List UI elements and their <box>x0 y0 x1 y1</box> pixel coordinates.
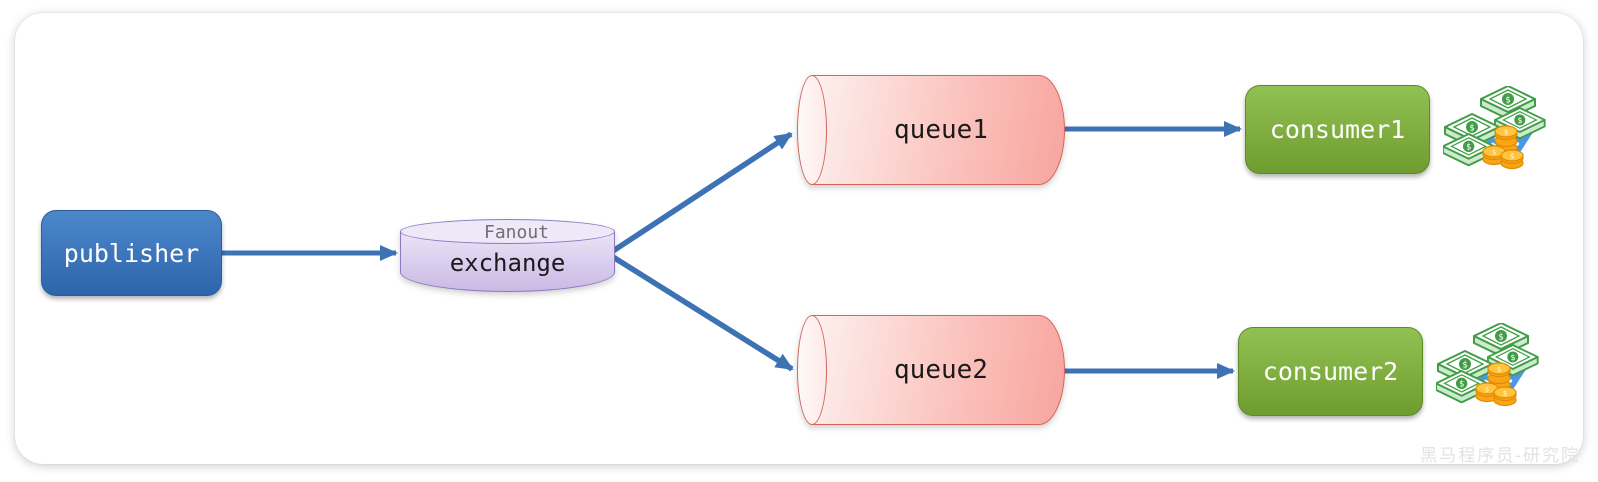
publisher-node: publisher <box>41 210 222 296</box>
arrow-exchange-to-queue1 <box>611 131 793 254</box>
consumer1-node: consumer1 <box>1245 85 1430 174</box>
watermark: 黑马程序员-研究院 <box>1420 446 1580 466</box>
money-icon <box>1443 86 1555 178</box>
queue2-cylinder-cap <box>797 315 827 425</box>
exchange-cylinder-top <box>400 219 615 244</box>
queue1-cylinder-body <box>812 75 1065 185</box>
exchange-label: exchange <box>449 249 566 277</box>
queue1-cylinder-cap <box>797 75 827 185</box>
exchange-type-label: Fanout <box>483 222 550 243</box>
exchange-node: Fanout exchange <box>400 219 615 292</box>
queue2-label: queue2 <box>894 355 988 385</box>
queue2-cylinder-body <box>812 315 1065 425</box>
queue2-node: queue2 <box>797 315 1065 425</box>
arrow-exchange-to-queue2 <box>611 254 794 372</box>
consumer2-label: consumer2 <box>1262 357 1399 386</box>
consumer1-label: consumer1 <box>1269 115 1406 144</box>
queue1-label: queue1 <box>894 115 988 145</box>
publisher-label: publisher <box>63 238 200 268</box>
money-icon <box>1436 323 1548 415</box>
queue1-node: queue1 <box>797 75 1065 185</box>
consumer2-node: consumer2 <box>1238 327 1423 416</box>
